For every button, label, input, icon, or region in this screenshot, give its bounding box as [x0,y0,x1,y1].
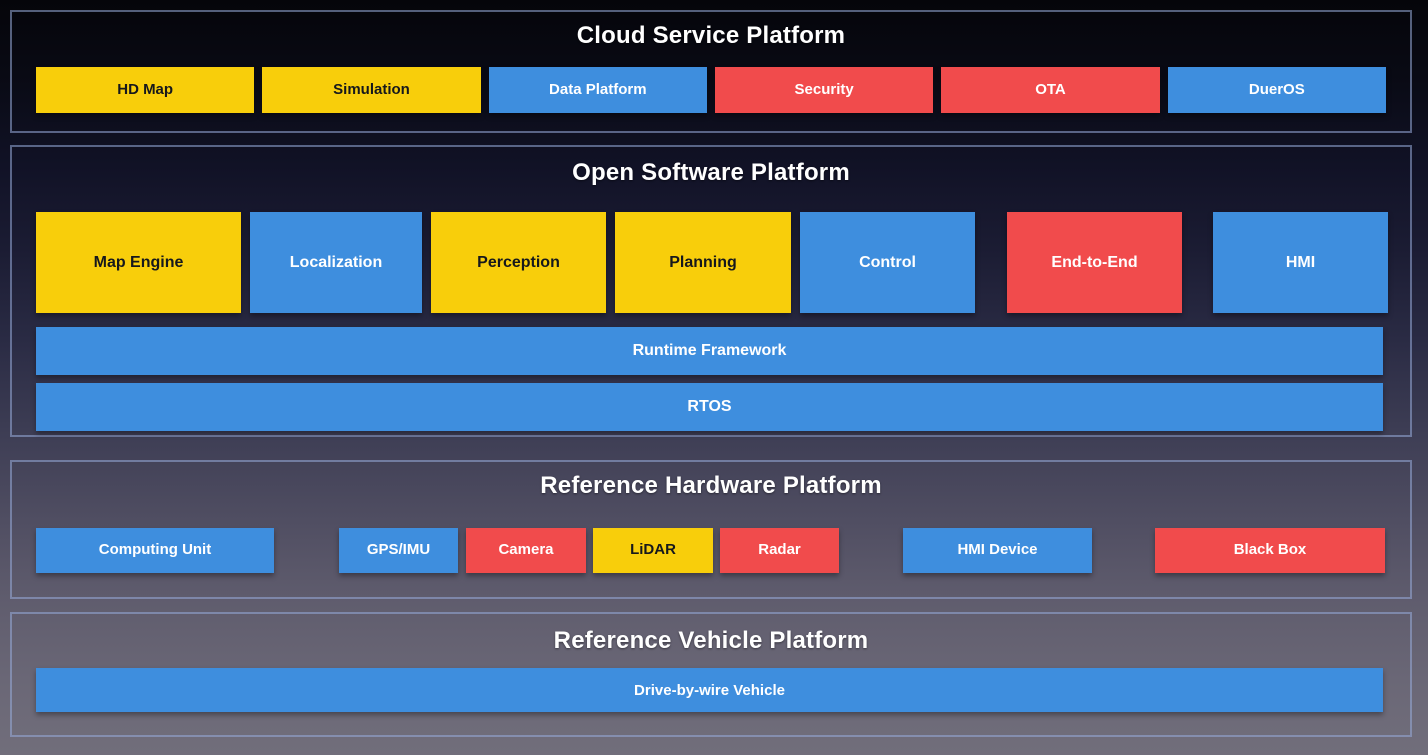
box-black-box: Black Box [1155,528,1385,573]
vehicle-section-title: Reference Vehicle Platform [553,627,869,654]
box-localization: Localization [250,212,422,313]
bar-rtos: RTOS [36,383,1383,431]
box-perception: Perception [431,212,606,313]
cloud-section-title: Cloud Service Platform [576,22,846,49]
box-hmi-device: HMI Device [903,528,1092,573]
box-data-platform: Data Platform [488,67,707,113]
box-ota: OTA [941,67,1160,113]
hardware-boxes-row: Computing Unit GPS/IMU Camera LiDAR Rada… [36,528,1388,573]
software-modules-row: Map Engine Localization Perception Plann… [36,212,1388,313]
box-map-engine: Map Engine [36,212,241,313]
box-planning: Planning [615,212,791,313]
software-section-title: Open Software Platform [572,159,850,186]
section-cloud-service-platform: Cloud Service Platform HD Map Simulation… [10,10,1412,133]
box-lidar: LiDAR [593,528,713,573]
box-computing-unit: Computing Unit [36,528,274,573]
box-camera: Camera [466,528,586,573]
box-security: Security [714,67,934,113]
bar-runtime-framework: Runtime Framework [36,327,1383,375]
box-control: Control [800,212,975,313]
hardware-section-title: Reference Hardware Platform [540,472,882,499]
bar-drive-by-wire-vehicle: Drive-by-wire Vehicle [36,668,1383,712]
cloud-boxes-row: HD Map Simulation Data Platform Security… [36,67,1386,113]
box-radar: Radar [720,528,839,573]
box-hmi: HMI [1213,212,1388,313]
box-end-to-end: End-to-End [1007,212,1182,313]
box-hd-map: HD Map [36,67,255,113]
section-open-software-platform: Open Software Platform Map Engine Locali… [10,145,1412,437]
section-reference-hardware-platform: Reference Hardware Platform Computing Un… [10,460,1412,599]
box-gps-imu: GPS/IMU [339,528,458,573]
box-dueros: DuerOS [1167,67,1386,113]
section-reference-vehicle-platform: Reference Vehicle Platform Drive-by-wire… [10,612,1412,737]
box-simulation: Simulation [262,67,481,113]
